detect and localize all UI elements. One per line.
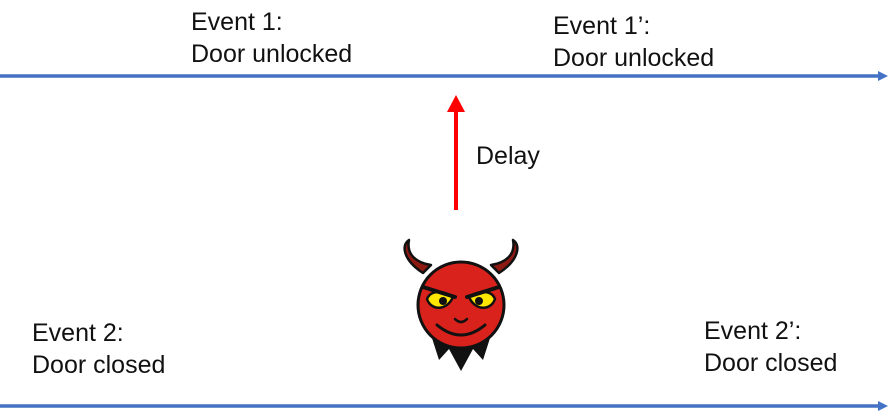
event-1-desc: Door unlocked <box>191 40 353 68</box>
event-2-desc: Door closed <box>32 351 166 379</box>
delay-label: Delay <box>476 140 540 172</box>
event-2-prime-title: Event 2’: <box>704 317 802 345</box>
event-1-title: Event 1: <box>191 8 283 36</box>
event-1-prime-desc: Door unlocked <box>553 44 715 72</box>
devil-face-icon <box>403 238 519 371</box>
event-1-prime-title: Event 1’: <box>553 12 651 40</box>
delay-arrow <box>447 95 465 210</box>
event-2-prime-label: Event 2’: Door closed <box>704 315 837 379</box>
event-1-label: Event 1: Door unlocked <box>191 6 352 70</box>
delay-text: Delay <box>476 142 540 170</box>
event-2-prime-desc: Door closed <box>704 349 838 377</box>
event-2-title: Event 2: <box>32 319 124 347</box>
event-1-prime-label: Event 1’: Door unlocked <box>553 10 714 74</box>
event-2-label: Event 2: Door closed <box>32 317 165 381</box>
